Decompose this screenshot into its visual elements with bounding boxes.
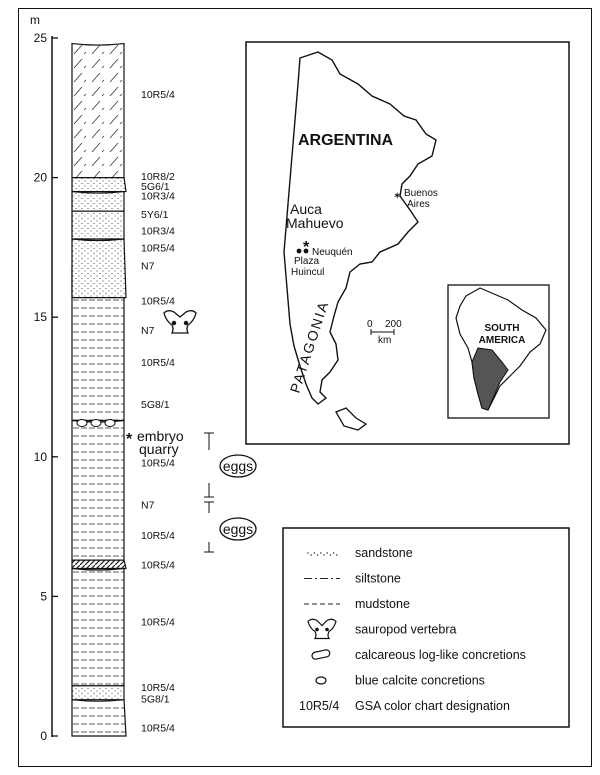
legend-label: calcareous log-like concretions bbox=[355, 648, 526, 662]
locality-label-2: Mahuevo bbox=[286, 215, 344, 231]
quarry-label: quarry bbox=[139, 441, 179, 457]
legend-label: sandstone bbox=[355, 546, 413, 560]
color-code-label: 5Y6/1 bbox=[141, 209, 169, 221]
color-code-label: N7 bbox=[141, 499, 155, 511]
color-code-label: 5G8/1 bbox=[141, 399, 170, 411]
eggs-marker-upper: eggs bbox=[204, 432, 257, 498]
legend-item-oval: blue calcite concretions bbox=[315, 674, 485, 688]
embryo-quarry-marker: * embryo quarry bbox=[126, 428, 184, 457]
color-code-label: 10R5/4 bbox=[141, 723, 175, 735]
legend-item-sandstone: sandstone bbox=[307, 546, 413, 560]
city-dot bbox=[296, 248, 302, 254]
scale-200: 200 bbox=[385, 319, 402, 330]
city-buenos-label: Buenos bbox=[404, 188, 438, 199]
scale-bar: 0 200 km bbox=[367, 319, 402, 346]
legend-label: mudstone bbox=[355, 597, 410, 611]
color-code-label: 10R5/4 bbox=[141, 457, 175, 469]
city-neuquen-label: Neuquén bbox=[312, 247, 353, 258]
color-code-label: 10R5/4 bbox=[141, 357, 175, 369]
scale-unit: km bbox=[378, 335, 391, 346]
color-code-label: N7 bbox=[141, 261, 155, 273]
color-code-label: 10R5/4 bbox=[141, 617, 175, 629]
legend-label: GSA color chart designation bbox=[355, 699, 510, 713]
country-label: ARGENTINA bbox=[298, 132, 394, 149]
log-concretion-icon bbox=[311, 649, 331, 660]
axis-tick-label: 5 bbox=[40, 589, 47, 603]
column-layer-sandstone bbox=[71, 190, 125, 212]
scale-zero: 0 bbox=[367, 319, 373, 330]
oval-concretion-icon bbox=[315, 676, 327, 685]
color-code-label: 10R5/4 bbox=[141, 682, 175, 694]
locality-label-1: Auca bbox=[290, 201, 322, 217]
column-layer-sandstone bbox=[71, 209, 125, 240]
inset-label-1: SOUTH bbox=[485, 323, 520, 334]
color-code-label: 10R8/2 bbox=[141, 171, 175, 183]
map-panel: ARGENTINA PATAGONIA Auca Mahuevo * Neuqu… bbox=[245, 41, 570, 445]
axis-tick-label: 20 bbox=[34, 171, 48, 185]
color-code-label: 5G8/1 bbox=[141, 693, 170, 705]
axis-unit-label: m bbox=[30, 13, 40, 27]
inset-label-2: AMERICA bbox=[479, 335, 526, 346]
column-layer-mudstone bbox=[71, 567, 125, 687]
blue-calcite-concretions bbox=[76, 419, 116, 427]
argentina-outline bbox=[283, 51, 437, 405]
column-layer-sandstone bbox=[71, 175, 127, 193]
color-code-labels: 10R5/410R8/25G6/110R3/45Y6/110R3/410R5/4… bbox=[141, 89, 175, 735]
axis-tick-label: 10 bbox=[34, 450, 48, 464]
legend-label: sauropod vertebra bbox=[355, 623, 457, 637]
figure-frame bbox=[18, 8, 592, 767]
axis-tick-label: 0 bbox=[40, 729, 47, 743]
city-dot bbox=[303, 248, 309, 254]
legend-panel: sandstone siltstone mudstone sauropod verte… bbox=[282, 527, 570, 728]
column-layer-sandstone bbox=[71, 683, 125, 701]
column-layer-mudstone bbox=[71, 419, 125, 561]
vertebra-icon bbox=[307, 618, 337, 640]
embryo-label: embryo bbox=[137, 428, 184, 444]
eggs-marker-lower: eggs bbox=[204, 501, 257, 553]
city-huincul-label: Huincul bbox=[291, 267, 324, 278]
color-code-label: 10R5/4 bbox=[141, 559, 175, 571]
color-code-label: 10R5/4 bbox=[141, 530, 175, 542]
city-plaza-label: Plaza bbox=[294, 256, 319, 267]
column-layer-sandstone bbox=[71, 238, 127, 299]
depth-axis: m 0 5 10 15 20 25 bbox=[30, 13, 58, 743]
axis-tick-label: 15 bbox=[34, 310, 48, 324]
legend-item-vertebra: sauropod vertebra bbox=[307, 618, 457, 640]
legend-code-sample: 10R5/4 bbox=[299, 699, 339, 713]
axis-tick-label: 25 bbox=[34, 31, 48, 45]
color-code-label: 10R5/4 bbox=[141, 242, 175, 254]
sauropod-vertebra-icon bbox=[163, 310, 197, 334]
color-code-label: N7 bbox=[141, 325, 155, 337]
color-code-label: 10R5/4 bbox=[141, 89, 175, 101]
color-code-label: 5G6/1 bbox=[141, 181, 170, 193]
asterisk-icon: * bbox=[126, 431, 133, 448]
color-code-label: 10R3/4 bbox=[141, 226, 175, 238]
color-code-label: 10R3/4 bbox=[141, 191, 175, 203]
legend-item-mudstone: mudstone bbox=[304, 597, 410, 611]
eggs-label-lower: eggs bbox=[223, 521, 253, 537]
legend-label: blue calcite concretions bbox=[355, 674, 485, 688]
column-layer-mudstone bbox=[71, 699, 127, 737]
locality-asterisk-icon: * bbox=[303, 239, 310, 256]
legend-item-siltstone: siltstone bbox=[304, 572, 401, 586]
legend-item-code: 10R5/4 GSA color chart designation bbox=[299, 699, 510, 713]
column-layer-siltstone bbox=[71, 42, 125, 179]
color-code-label: 10R5/4 bbox=[141, 295, 175, 307]
capital-star-icon: ✶ bbox=[393, 191, 401, 202]
eggs-label-upper: eggs bbox=[223, 458, 253, 474]
tierra-del-fuego bbox=[335, 407, 368, 431]
argentina-highlight bbox=[471, 347, 509, 411]
city-aires-label: Aires bbox=[407, 199, 430, 210]
legend-item-log: calcareous log-like concretions bbox=[311, 648, 526, 662]
stratigraphic-column bbox=[71, 42, 127, 737]
legend-label: siltstone bbox=[355, 572, 401, 586]
